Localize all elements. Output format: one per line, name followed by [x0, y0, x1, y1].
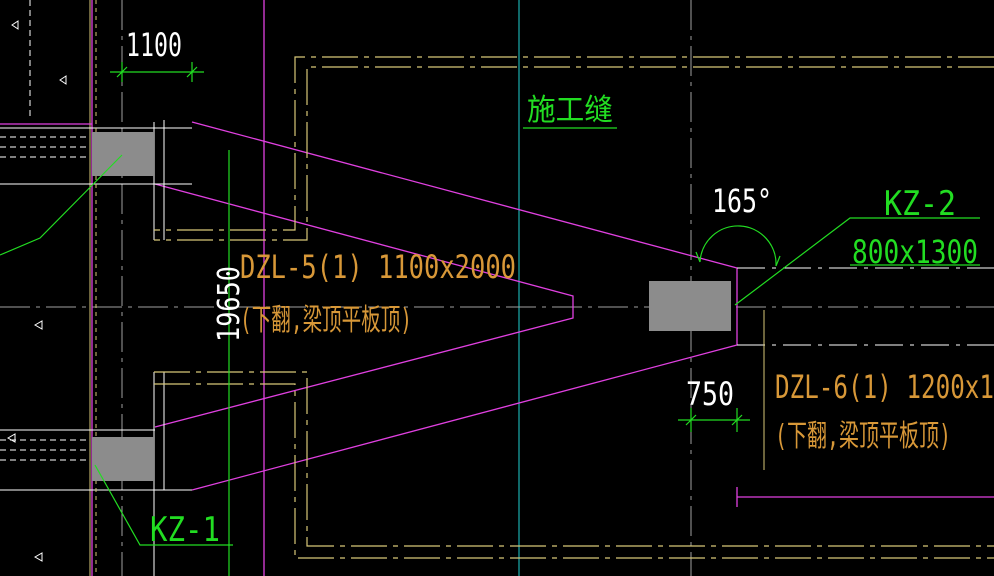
dzl5-taper-inner	[154, 183, 574, 428]
columns	[92, 132, 731, 481]
kz1-name-label: KZ-1	[150, 510, 220, 550]
dim-1100-tick-left	[116, 66, 128, 78]
slab-inner-upper	[154, 66, 994, 241]
triangle-marker-icon	[59, 75, 67, 85]
angle-arrow-right	[775, 255, 781, 267]
dim-750-tick-right	[731, 414, 743, 426]
triangle-marker-icon	[33, 320, 43, 330]
kz2-name-label: KZ-2	[884, 184, 956, 224]
dzl5-spec-label: DZL-5(1) 1100x2000	[240, 248, 516, 286]
angle-arrow-left	[695, 251, 701, 263]
dim-750-tick-left	[685, 414, 697, 426]
slab-inner-lower	[154, 383, 994, 559]
column-kz1-bottom[interactable]	[92, 437, 154, 481]
text-labels: 1100 施工缝 165° KZ-2 800x1300 DZL-5(1) 110…	[126, 26, 994, 550]
kz1-leader-top	[0, 154, 123, 256]
dzl5-taper-upper	[191, 121, 738, 491]
white-dashed-lines	[0, 0, 90, 461]
kz2-size-label: 800x1300	[852, 233, 978, 271]
angle-arc	[699, 225, 777, 267]
dzl6-note-label: (下翻,梁顶平板顶)	[775, 419, 951, 454]
kz1-leader-bottom	[94, 464, 233, 546]
dim-1100-tick-right	[186, 66, 198, 78]
triangle-marker-icon	[6, 433, 16, 443]
dzl6-spec-label: DZL-6(1) 1200x1	[775, 368, 994, 406]
slab-outer-upper	[154, 56, 994, 231]
triangle-marker-icon	[11, 20, 19, 30]
triangle-markers	[6, 20, 67, 562]
dimension-1100-label: 1100	[126, 26, 182, 64]
column-kz1-top[interactable]	[92, 132, 154, 176]
angle-165-label: 165°	[712, 182, 772, 220]
dzl5-note-label: (下翻,梁顶平板顶)	[240, 303, 412, 338]
green-annotations	[0, 62, 980, 576]
white-beam-lines	[0, 120, 994, 576]
kz2-leader	[734, 217, 980, 306]
construction-joint-label: 施工缝	[527, 93, 613, 128]
dimension-19650-label: 19650	[212, 266, 247, 342]
triangle-marker-icon	[33, 552, 43, 562]
slab-outlines	[154, 56, 994, 559]
dimension-750-label: 750	[686, 375, 734, 413]
column-kz2[interactable]	[649, 281, 731, 331]
slab-outer-lower	[154, 371, 994, 547]
